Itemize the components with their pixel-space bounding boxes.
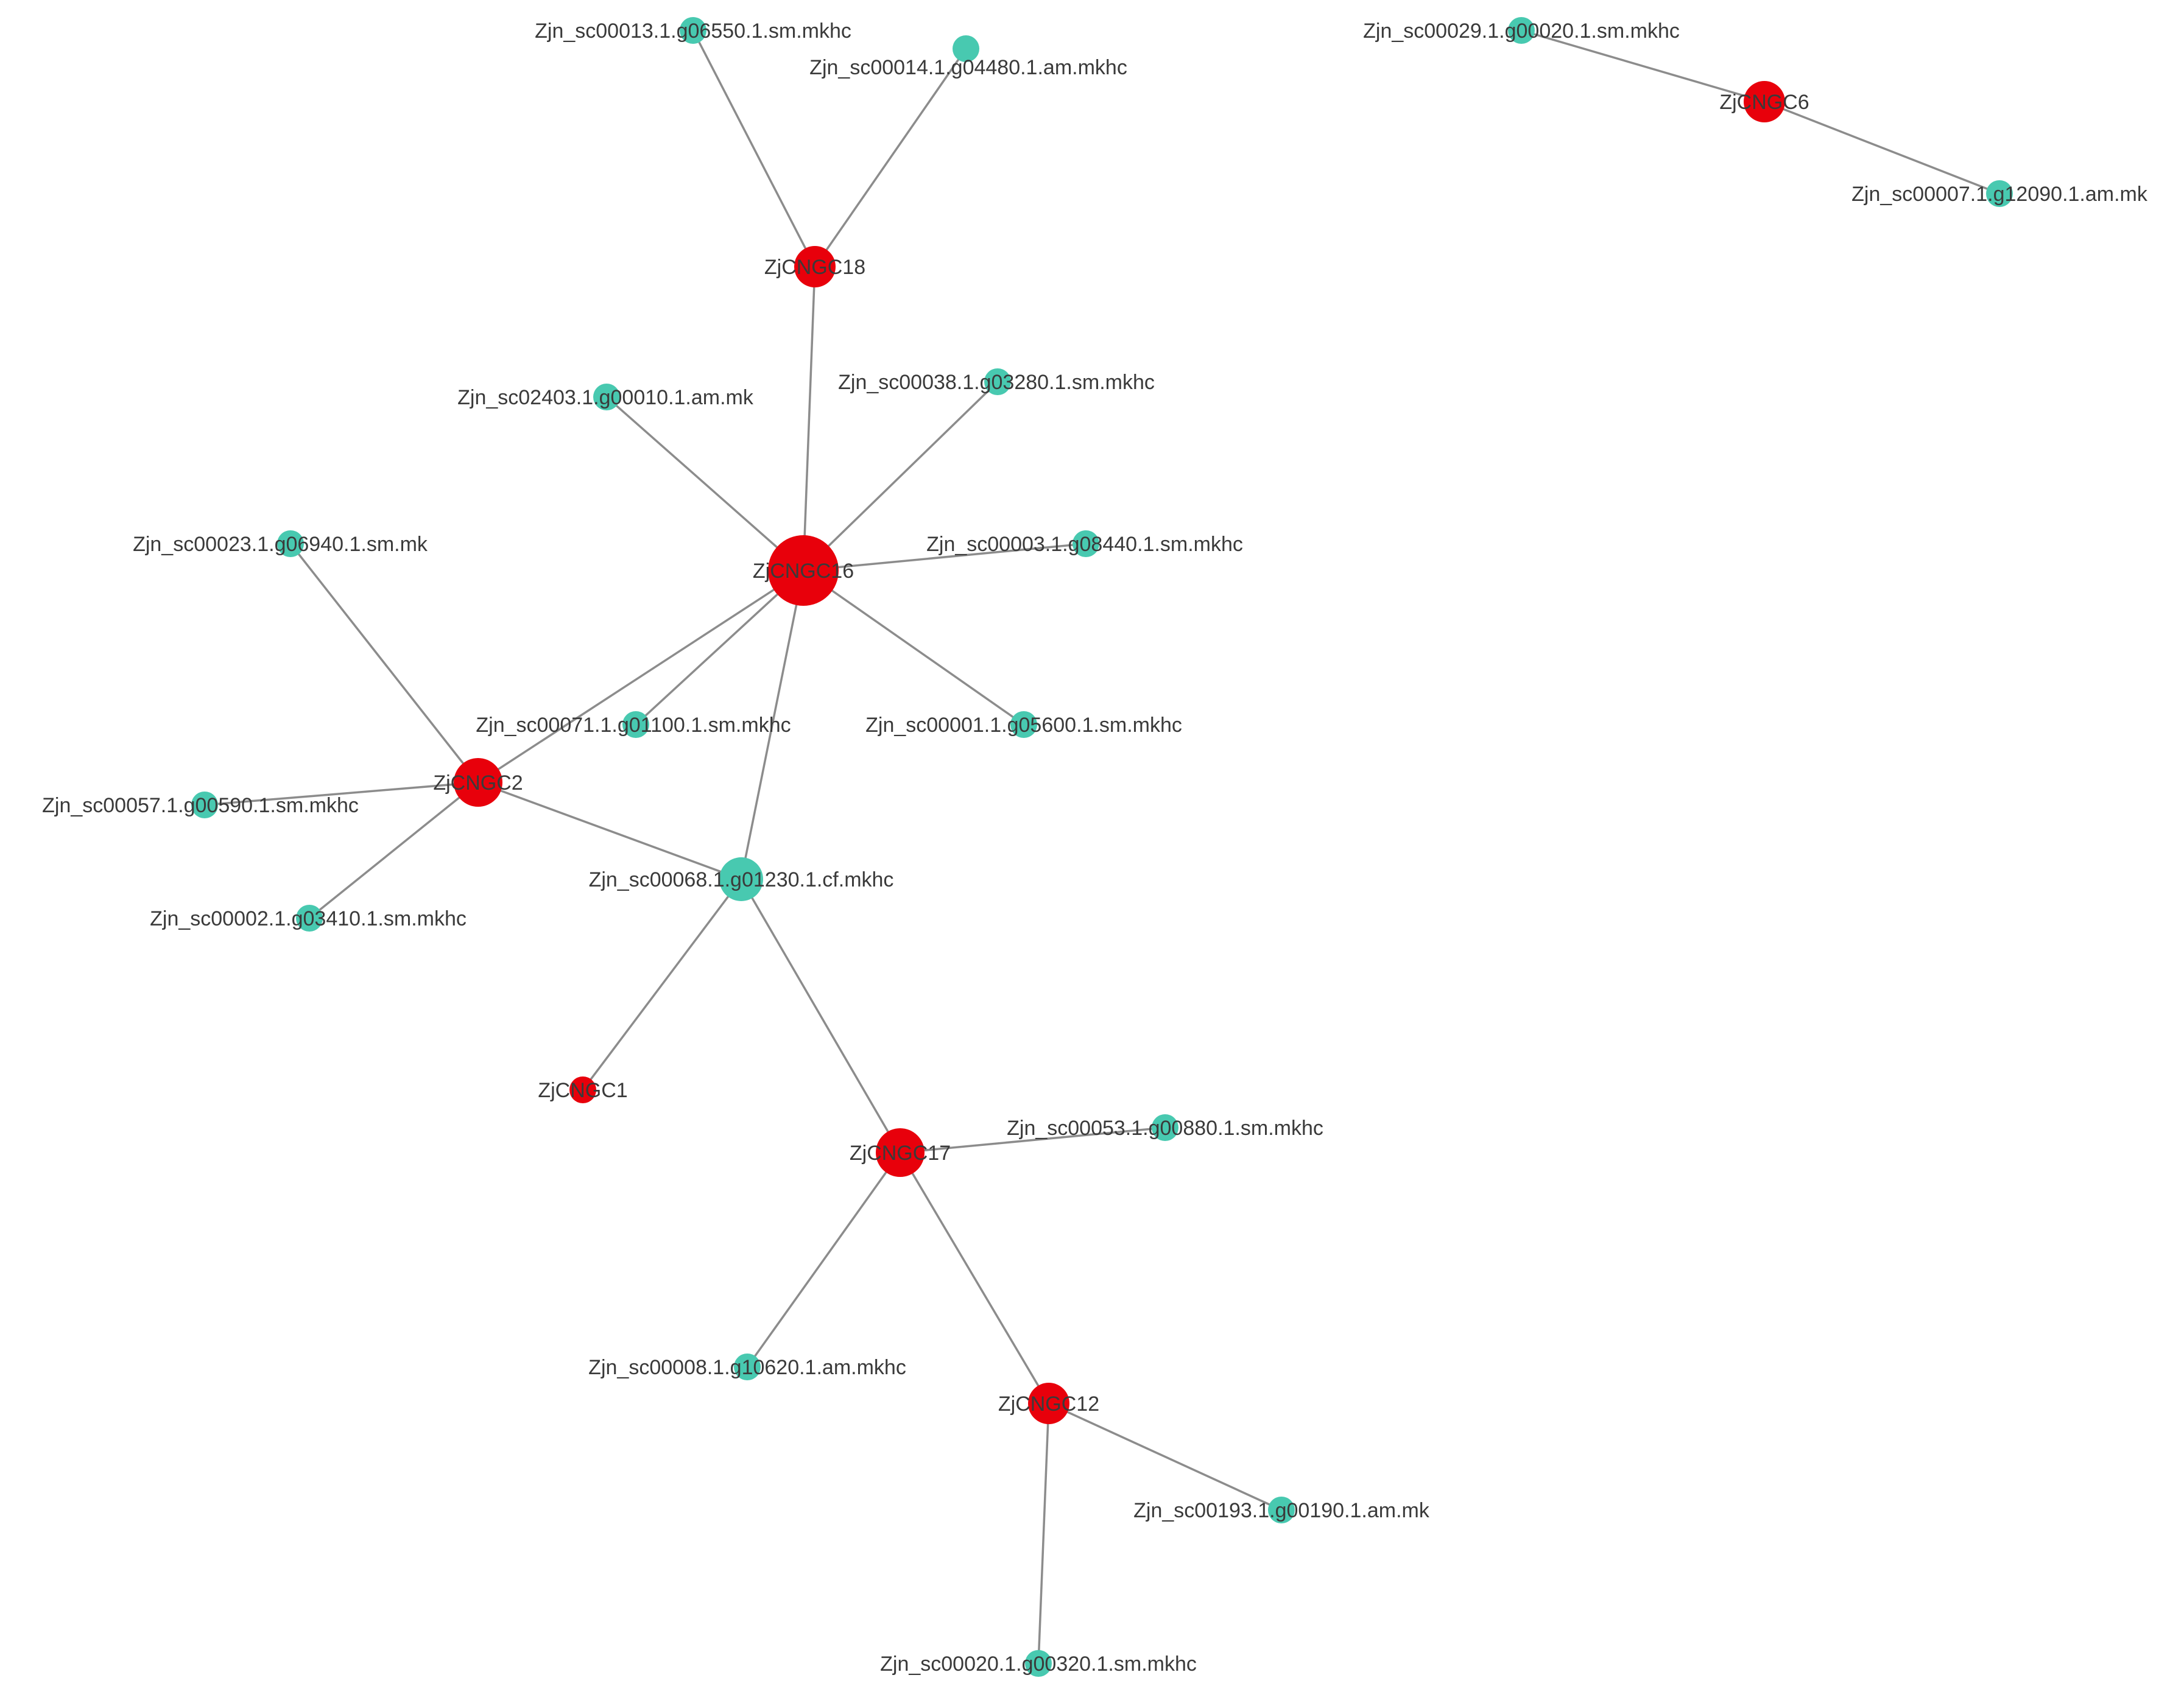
node-label-n17: Zjn_sc00002.1.g03410.1.sm.mkhc <box>150 907 467 930</box>
node-label-n19: Zjn_sc00053.1.g00880.1.sm.mkhc <box>1007 1117 1323 1140</box>
partner-node-n16[interactable] <box>719 857 763 901</box>
edge-n11-n10 <box>803 543 1087 572</box>
node-label-n8: Zjn_sc00038.1.g03280.1.sm.mkhc <box>838 371 1155 394</box>
partner-node-n7[interactable] <box>593 384 620 410</box>
edge-n10-n16 <box>740 570 805 880</box>
partner-node-n2[interactable] <box>953 35 979 62</box>
partner-node-n24[interactable] <box>1025 1650 1052 1677</box>
edge-n15-n14 <box>204 781 479 806</box>
partner-node-n17[interactable] <box>296 905 323 932</box>
node-label-n13: Zjn_sc00001.1.g05600.1.sm.mkhc <box>865 714 1182 737</box>
edge-n20-n22 <box>899 1152 1050 1404</box>
edge-layer <box>204 29 2000 1664</box>
node-label-n12: Zjn_sc00071.1.g01100.1.sm.mkhc <box>476 714 791 737</box>
node-label-n14: ZjCNGC2 <box>433 771 523 795</box>
node-label-n23: Zjn_sc00193.1.g00190.1.am.mk <box>1133 1499 1430 1522</box>
cngc-node-n14[interactable] <box>454 758 502 807</box>
edge-n7-n10 <box>605 396 805 572</box>
node-label-n2: Zjn_sc00014.1.g04480.1.am.mkhc <box>809 56 1127 79</box>
node-label-n3: Zjn_sc00029.1.g00020.1.sm.mkhc <box>1363 19 1680 43</box>
label-layer: Zjn_sc00013.1.g06550.1.sm.mkhcZjn_sc0001… <box>42 19 2148 1676</box>
partner-node-n11[interactable] <box>1073 530 1099 557</box>
edge-n9-n14 <box>289 543 479 784</box>
node-label-n16: Zjn_sc00068.1.g01230.1.cf.mkhc <box>589 868 894 891</box>
edge-n4-n5 <box>1764 100 2000 195</box>
edge-n10-n14 <box>477 569 804 784</box>
node-label-n10: ZjCNGC16 <box>753 560 854 583</box>
cngc-node-n20[interactable] <box>876 1128 925 1177</box>
partner-node-n19[interactable] <box>1152 1114 1178 1141</box>
node-layer <box>191 17 2013 1677</box>
node-label-n1: Zjn_sc00013.1.g06550.1.sm.mkhc <box>535 19 851 43</box>
edge-n19-n20 <box>900 1126 1166 1154</box>
edge-n17-n14 <box>308 781 479 919</box>
cngc-node-n10[interactable] <box>768 535 839 606</box>
node-label-n21: Zjn_sc00008.1.g10620.1.am.mkhc <box>588 1356 906 1379</box>
cngc-node-n4[interactable] <box>1744 81 1785 122</box>
node-label-n24: Zjn_sc00020.1.g00320.1.sm.mkhc <box>880 1652 1197 1676</box>
partner-node-n12[interactable] <box>622 711 649 738</box>
edge-n16-n18 <box>582 878 742 1091</box>
partner-node-n8[interactable] <box>984 368 1011 395</box>
partner-node-n21[interactable] <box>734 1354 761 1380</box>
edge-n16-n20 <box>740 879 901 1153</box>
node-label-n4: ZjCNGC6 <box>1719 91 1809 114</box>
node-label-n7: Zjn_sc02403.1.g00010.1.am.mk <box>457 386 754 409</box>
edge-n6-n10 <box>802 266 816 571</box>
partner-node-n3[interactable] <box>1508 17 1535 44</box>
partner-node-n5[interactable] <box>1986 180 2013 207</box>
node-label-n9: Zjn_sc00023.1.g06940.1.sm.mk <box>133 533 428 556</box>
cngc-node-n6[interactable] <box>794 246 836 287</box>
edge-n8-n10 <box>802 381 999 572</box>
edge-n14-n16 <box>477 781 742 880</box>
edge-n13-n10 <box>802 569 1025 726</box>
partner-node-n1[interactable] <box>680 17 706 44</box>
node-label-n5: Zjn_sc00007.1.g12090.1.am.mk <box>1851 183 2148 206</box>
cngc-node-n22[interactable] <box>1028 1383 1069 1424</box>
edge-n24-n22 <box>1037 1403 1050 1664</box>
node-label-n18: ZjCNGC1 <box>538 1079 627 1102</box>
node-label-n15: Zjn_sc00057.1.g00590.1.sm.mkhc <box>42 794 359 817</box>
cngc-node-n18[interactable] <box>569 1076 596 1103</box>
edge-n23-n22 <box>1048 1402 1282 1511</box>
node-label-n22: ZjCNGC12 <box>998 1392 1099 1416</box>
edge-n3-n4 <box>1521 29 1765 103</box>
edge-n1-n6 <box>692 30 816 267</box>
edge-n2-n6 <box>814 48 967 267</box>
node-label-n20: ZjCNGC17 <box>850 1142 951 1165</box>
node-label-n6: ZjCNGC18 <box>764 256 865 279</box>
partner-node-n23[interactable] <box>1268 1497 1295 1523</box>
edge-n12-n10 <box>635 569 805 726</box>
node-label-n11: Zjn_sc00003.1.g08440.1.sm.mkhc <box>926 533 1243 556</box>
partner-node-n9[interactable] <box>277 530 304 557</box>
edge-n21-n20 <box>746 1151 901 1368</box>
partner-node-n15[interactable] <box>191 792 218 818</box>
partner-node-n13[interactable] <box>1010 711 1037 738</box>
